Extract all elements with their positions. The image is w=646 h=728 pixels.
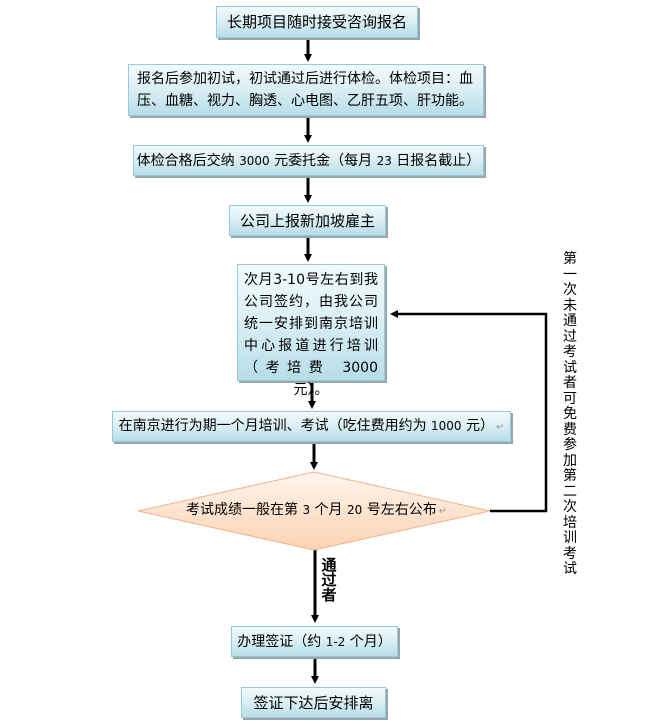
label-char: 次 (563, 282, 577, 298)
step-text: 长期项目随时接受咨询报名 (226, 13, 407, 31)
label-char: 培 (563, 514, 577, 531)
step-inquiry-registration: 长期项目随时接受咨询报名 (216, 6, 418, 38)
label-char: 者 (563, 375, 577, 391)
step-nanjing-training-exam: 在南京进行为期一个月培训、考试（吃住费用约为 1000 元）↵ (112, 411, 511, 442)
retry-loop-connector (390, 310, 548, 513)
pass-label: 通过者 (320, 558, 338, 603)
step-text: 公司上报新加坡雇主 (239, 211, 375, 230)
step-text: 体检合格后交纳 3000 元委托金（每月 23 日报名截止） (136, 152, 481, 169)
label-char: 第 (563, 251, 577, 267)
step-contract-and-training-arrangement: 次月3-10号左右到我 公司签约，由我公司 统一安排到南京培训 中心报道进行培训… (237, 264, 385, 398)
step-text-line: 次月3-10号左右到我 (244, 272, 378, 288)
label-char: 参 (563, 437, 577, 453)
label-char: 考 (563, 344, 577, 360)
label-char: 费 (563, 421, 577, 438)
step-text-line: （考培费 3000 元）。 (244, 360, 378, 398)
step-text-line: 报名后参加初试，初试通过后进行体检。体检项目：血 (137, 71, 473, 87)
step-text-line: 中心报道进行培训 (244, 338, 378, 354)
label-char: 过 (563, 328, 577, 345)
label-char: 未 (563, 297, 577, 314)
label-char: 免 (563, 406, 577, 422)
step-text-line: 公司签约，由我公司 (244, 294, 378, 310)
step-text: 签证下达后安排离 (253, 693, 374, 712)
label-char: 过 (321, 571, 337, 589)
label-char: 第 (563, 468, 577, 484)
label-char: 者 (321, 586, 337, 604)
step-text: 在南京进行为期一个月培训、考试（吃住费用约为 1000 元）↵ (118, 417, 505, 434)
label-char: 加 (563, 452, 577, 469)
label-char: 试 (563, 359, 577, 376)
step-initial-test-and-medical: 报名后参加初试，初试通过后进行体检。体检项目：血 压、血糖、视力、胸透、心电图、… (128, 64, 484, 116)
label-char: 通 (563, 313, 577, 329)
step-text-line: 压、血糖、视力、胸透、心电图、乙肝五项、肝功能。 (137, 93, 473, 109)
retry-loop-label: 第一次未通过考试者可免费参加第二次培训考试 (562, 252, 578, 578)
decision-diamond (137, 471, 491, 551)
step-report-employer: 公司上报新加坡雇主 (229, 205, 386, 236)
step-visa-processing: 办理签证（约 1-2 个月） (231, 626, 398, 657)
label-char: 考 (563, 545, 577, 562)
step-text: 办理签证（约 1-2 个月） (237, 633, 392, 650)
step-deposit-payment: 体检合格后交纳 3000 元委托金（每月 23 日报名截止） (133, 145, 484, 176)
label-char: 试 (563, 561, 577, 577)
label-char: 一 (563, 266, 577, 283)
label-char: 二 (563, 483, 577, 500)
label-char: 通 (321, 556, 337, 574)
label-char: 次 (563, 499, 577, 515)
decision-text: 考试成绩一般在第 3 个月 20 号左右公布↵ (186, 502, 448, 518)
step-departure-arrangement: 签证下达后安排离 (241, 687, 386, 718)
label-char: 训 (563, 530, 577, 546)
step-text-line: 统一安排到南京培训 (244, 316, 378, 332)
label-char: 可 (563, 390, 577, 407)
